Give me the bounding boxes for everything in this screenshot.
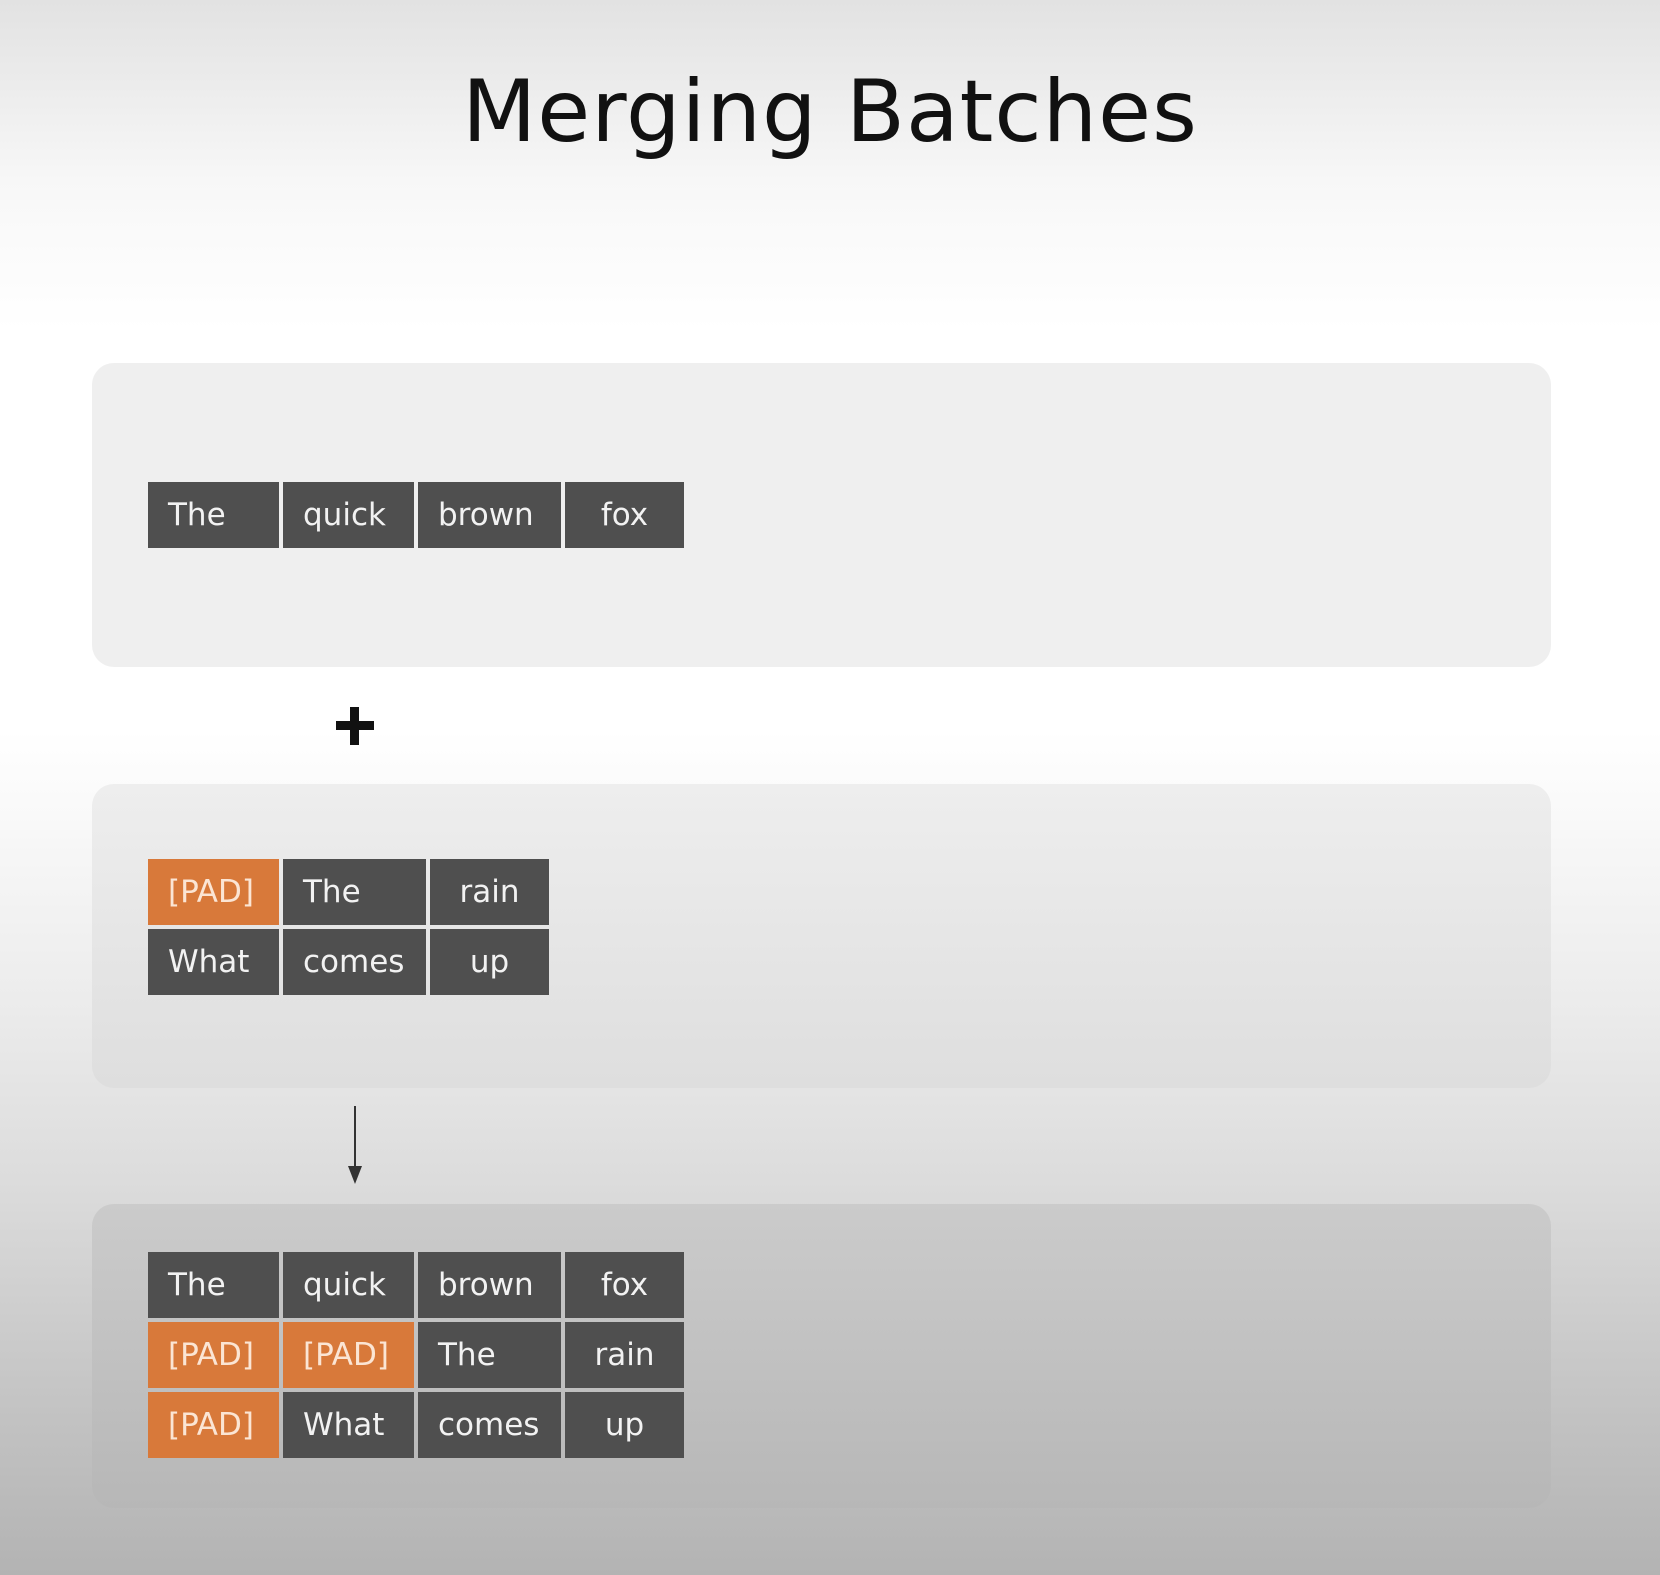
pad-token-cell: [PAD]	[148, 1392, 279, 1458]
token-cell: The	[148, 482, 279, 548]
token-cell: quick	[283, 482, 414, 548]
merged-batch-row: The quick brown fox	[148, 1252, 684, 1318]
pad-token-cell: [PAD]	[283, 1322, 414, 1388]
token-cell: comes	[283, 929, 426, 995]
token-cell: What	[148, 929, 279, 995]
token-cell: comes	[418, 1392, 561, 1458]
token-cell: fox	[565, 1252, 684, 1318]
arrow-down-icon	[348, 1106, 362, 1184]
batch-b-grid: [PAD] The rain What comes up	[148, 859, 549, 995]
token-cell: rain	[565, 1322, 684, 1388]
token-cell: up	[430, 929, 549, 995]
pad-token-cell: [PAD]	[148, 1322, 279, 1388]
page-title: Merging Batches	[462, 62, 1198, 162]
token-cell: brown	[418, 1252, 561, 1318]
token-cell: fox	[565, 482, 684, 548]
batch-a-grid: The quick brown fox	[148, 482, 684, 548]
token-cell: What	[283, 1392, 414, 1458]
token-cell: The	[148, 1252, 279, 1318]
token-cell: up	[565, 1392, 684, 1458]
pad-token-cell: [PAD]	[148, 859, 279, 925]
batch-b-row: [PAD] The rain	[148, 859, 549, 925]
token-cell: The	[283, 859, 426, 925]
batch-a-row: The quick brown fox	[148, 482, 684, 548]
batch-b-row: What comes up	[148, 929, 549, 995]
token-cell: brown	[418, 482, 561, 548]
merged-batch-grid: The quick brown fox [PAD] [PAD] The rain…	[148, 1252, 684, 1458]
plus-icon	[336, 707, 374, 745]
token-cell: quick	[283, 1252, 414, 1318]
merged-batch-row: [PAD] What comes up	[148, 1392, 684, 1458]
token-cell: The	[418, 1322, 561, 1388]
token-cell: rain	[430, 859, 549, 925]
merged-batch-row: [PAD] [PAD] The rain	[148, 1322, 684, 1388]
